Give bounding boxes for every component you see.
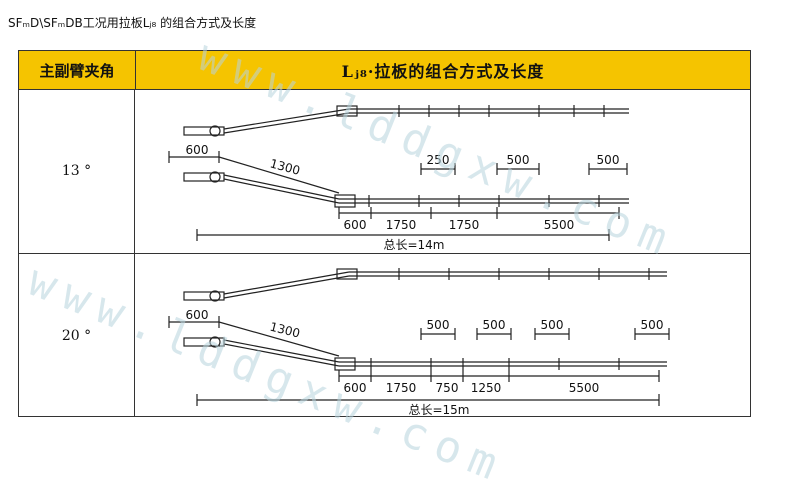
upper-pin-block: [183, 126, 225, 136]
plate-diagram: 600 1300 250 500 500 600 1750 1750 5500 …: [168, 105, 629, 252]
lower-pin: [209, 171, 221, 183]
lower-joint: [334, 357, 356, 371]
dim-label: 250: [427, 153, 450, 167]
dim-label: 600: [186, 143, 209, 157]
upper-pin: [209, 125, 221, 137]
upper-joint: [336, 105, 358, 117]
lower-link-marks: [370, 358, 620, 370]
lower-link-marks: [368, 195, 600, 207]
total-length: 总长=14m: [383, 238, 444, 252]
dim-label: 500: [507, 153, 530, 167]
dim-label: 750: [436, 381, 459, 395]
table-row: 13 °: [19, 89, 750, 254]
dim-label: 500: [483, 318, 506, 332]
dim-ticks: [168, 151, 628, 241]
total-length: 总长=15m: [408, 403, 469, 417]
table-row: 20 °: [19, 254, 750, 417]
upper-pin: [209, 290, 221, 302]
table-header: 主副臂夹角 Lⱼ₈·拉板的组合方式及长度: [19, 51, 750, 90]
header-combination: Lⱼ₈·拉板的组合方式及长度: [341, 62, 545, 81]
dim-label: 600: [186, 308, 209, 322]
page-caption: SFₘD\SFₘDB工况用拉板Lⱼ₈ 的组合方式及长度: [8, 16, 257, 30]
dim-label: 1250: [471, 381, 502, 395]
dim-label: 1750: [386, 381, 417, 395]
dim-label: 500: [427, 318, 450, 332]
dim-label: 500: [641, 318, 664, 332]
upper-pin-block: [183, 291, 225, 301]
dim-label: 600: [344, 381, 367, 395]
plate-diagram: 600 1300 500 500 500 500 600 1750 750 12…: [168, 268, 670, 417]
dim-label: 5500: [569, 381, 600, 395]
angle-value: 20 °: [19, 254, 135, 417]
dim-label: 1750: [449, 218, 480, 232]
dim-label: 1750: [386, 218, 417, 232]
lower-joint: [334, 194, 356, 208]
upper-link-marks: [398, 105, 605, 117]
angle-value: 13 °: [19, 89, 135, 253]
dim-label: 500: [541, 318, 564, 332]
dim-label: 600: [344, 218, 367, 232]
dim-label: 5500: [544, 218, 575, 232]
lower-pin-block: [183, 172, 225, 182]
plate-combination-table: 主副臂夹角 Lⱼ₈·拉板的组合方式及长度 13 °: [18, 50, 751, 417]
dim-ticks: [168, 316, 670, 406]
dim-label: 500: [597, 153, 620, 167]
upper-link-marks: [398, 268, 650, 280]
header-angle: 主副臂夹角: [19, 51, 136, 89]
upper-joint: [336, 268, 358, 280]
dim-label: 1300: [268, 156, 301, 177]
lower-pin: [209, 336, 221, 348]
lower-pin-block: [183, 337, 225, 347]
